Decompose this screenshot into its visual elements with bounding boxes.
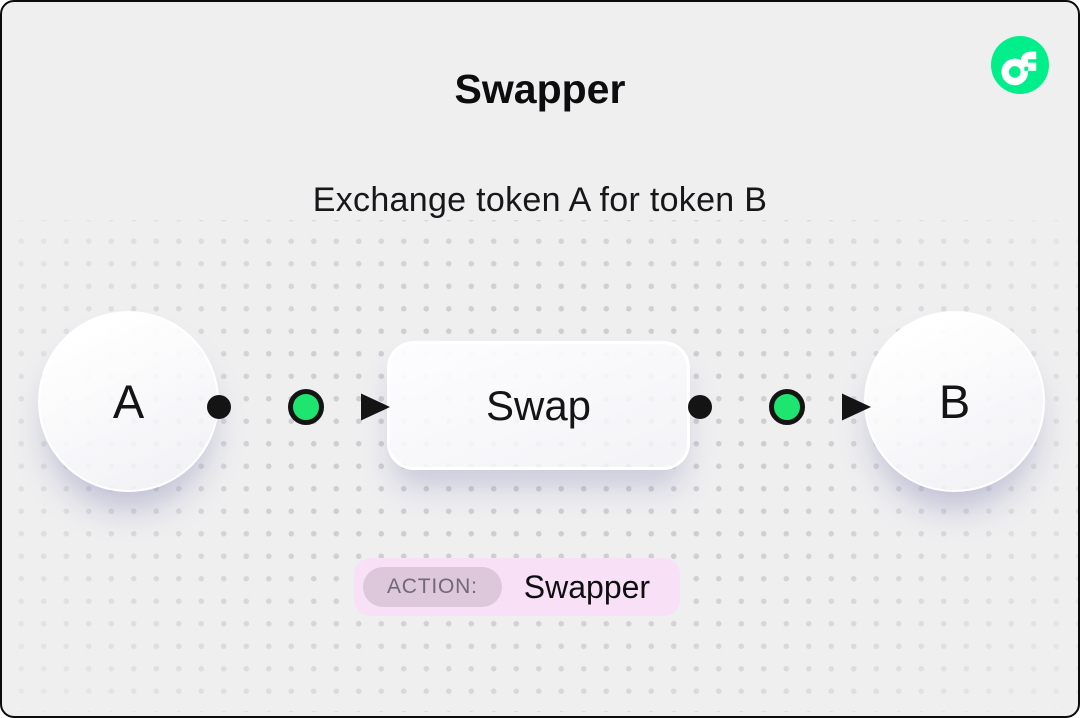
token-a-label: A	[112, 375, 145, 428]
arrow-a-to-swap-icon	[207, 389, 390, 425]
action-badge-label: ACTION:	[363, 567, 502, 607]
edge-start-dot	[207, 395, 231, 419]
action-badge-value: Swapper	[523, 568, 651, 605]
arrow-swap-to-b-icon	[688, 389, 871, 425]
token-transfer-dot	[288, 389, 324, 425]
arrowhead	[361, 393, 390, 421]
swap-process-label: Swap	[485, 381, 592, 429]
action-badge: ACTION: Swapper	[354, 558, 681, 616]
page-subtitle: Exchange token A for token B	[312, 181, 768, 219]
token-transfer-dot	[769, 389, 805, 425]
flow-logo-icon	[991, 36, 1049, 94]
page-title: Swapper	[454, 66, 626, 112]
edge-start-dot	[688, 395, 712, 419]
token-b-label: B	[938, 375, 971, 428]
token-b-node: B	[864, 311, 1045, 492]
swap-process-node: Swap	[387, 341, 690, 470]
token-a-node: A	[38, 311, 219, 492]
arrowhead	[842, 393, 871, 421]
